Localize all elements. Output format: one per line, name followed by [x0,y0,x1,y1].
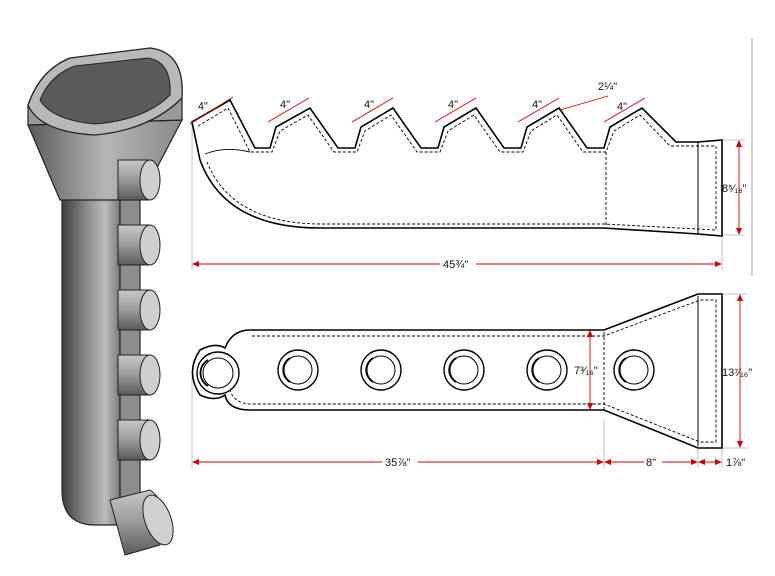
dim-port-2: 4" [280,99,290,111]
dim-port-3: 4" [364,99,374,111]
dim-outlet-height: 8⁵⁄₁₆" [722,183,747,195]
side-view-outline [191,98,723,237]
dim-body-length: 35⅞" [385,457,410,469]
dim-port-4: 4" [448,99,458,111]
dim-flange-width: 13⁷⁄₁₆" [722,367,752,379]
dimension-overall-length: 45¾" [192,256,722,271]
plan-view-outline [191,293,723,449]
plan-view: 7³⁄₁₆" 13⁷⁄₁₆" 35⅞" 8" 1⅞" [191,293,752,469]
dim-taper-length: 8" [646,457,656,469]
dimension-outlet-height: 8⁵⁄₁₆" [722,140,747,235]
isometric-view [27,47,184,556]
dim-body-width: 7³⁄₁₆" [574,365,598,377]
dim-overall-length: 45¾" [443,259,468,271]
dim-port-6: 4" [617,101,627,113]
side-view: 4" 4" 4" 4" 4" 4" 2¼" 8⁵⁄₁₆" 45¾" [189,38,753,276]
dimension-body-width: 7³⁄₁₆" [574,330,598,410]
dimension-flange-width: 13⁷⁄₁₆" [722,294,752,448]
dimension-bottom-chain: 35⅞" 8" 1⅞" [192,454,745,469]
iso-main-tube [61,189,121,526]
iso-ports [109,159,174,556]
dimension-port-widths: 4" 4" 4" 4" 4" 4" 2¼" [189,81,646,125]
plan-ports [196,349,655,395]
dim-gap: 2¼" [598,81,617,93]
dim-port-5: 4" [532,99,542,111]
dim-port-1: 4" [198,101,209,113]
dim-flange-depth: 1⅞" [726,457,745,469]
